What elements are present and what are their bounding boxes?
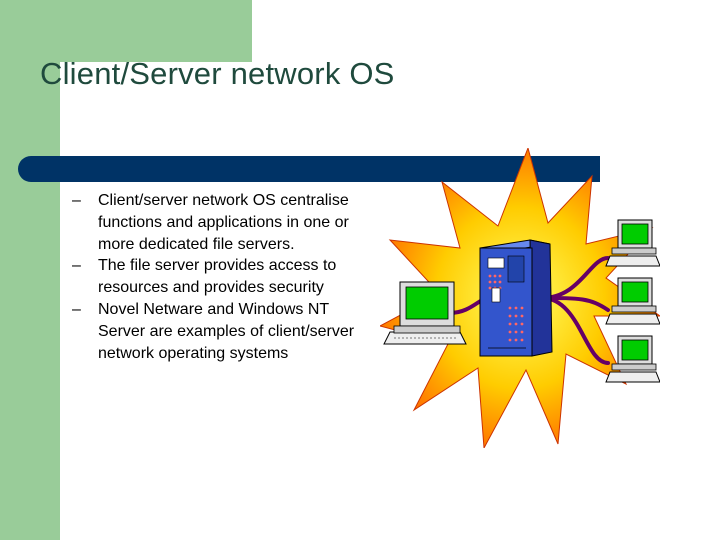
bullet-text: Client/server network OS centralise func…	[98, 192, 349, 253]
client-computer-icon	[383, 281, 467, 345]
slide-title: Client/Server network OS	[40, 56, 395, 91]
cable-icon	[448, 256, 610, 365]
bullet-text: Novel Netware and Windows NT Server are …	[98, 300, 355, 362]
green-accent-side	[0, 0, 60, 540]
bullet-text: The file server provides access to resou…	[98, 257, 337, 297]
bullet-marker: –	[72, 300, 81, 318]
client-computer-icon	[605, 219, 660, 267]
bullet-item: – Novel Netware and Windows NT Server ar…	[72, 299, 372, 364]
network-illustration	[380, 148, 660, 448]
bullet-marker: –	[72, 257, 81, 275]
bullet-item: – Client/server network OS centralise fu…	[72, 190, 372, 255]
client-computer-icon	[605, 277, 660, 325]
server-icon	[479, 239, 553, 357]
bullet-marker: –	[72, 192, 81, 209]
bullet-list: – Client/server network OS centralise fu…	[72, 190, 372, 364]
client-computer-icon	[605, 335, 660, 383]
bullet-item: – The file server provides access to res…	[72, 255, 372, 299]
title-underline-bar	[18, 156, 600, 182]
